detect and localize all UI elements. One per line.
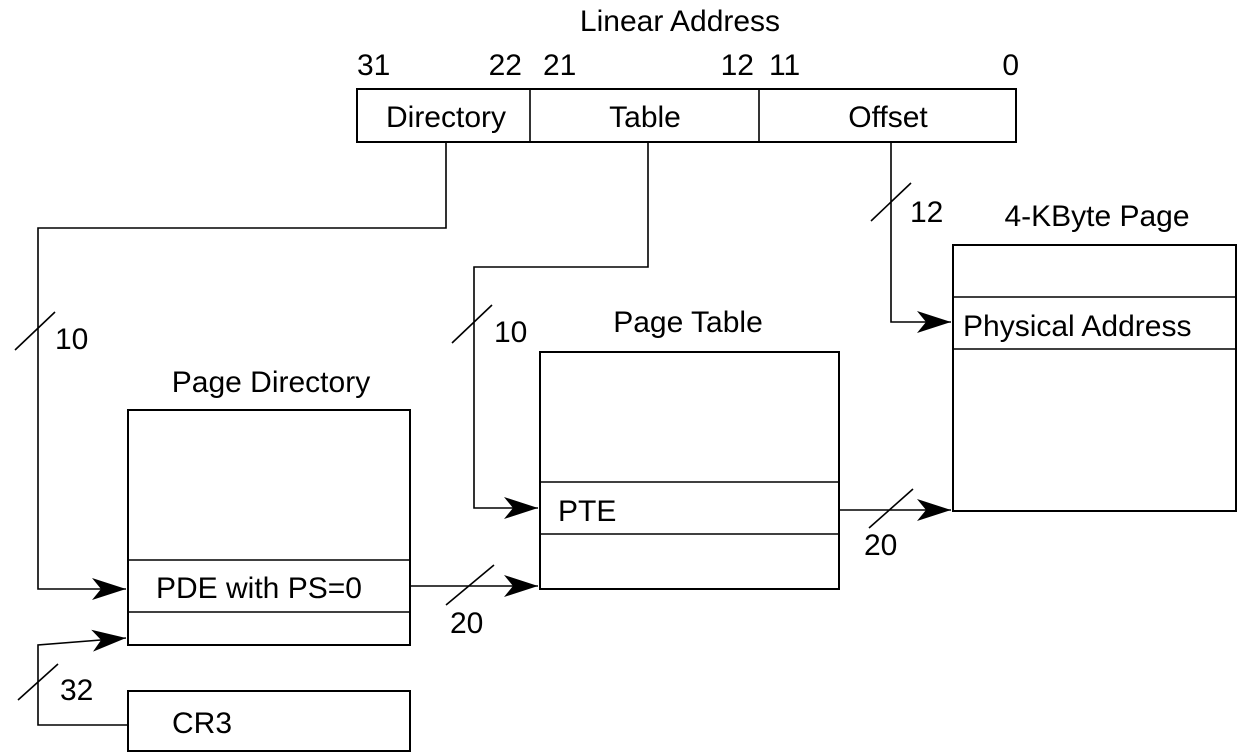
- pde-entry: PDE with PS=0: [156, 572, 362, 605]
- physical-address-entry: Physical Address: [963, 310, 1191, 343]
- cr3-register: CR3: [127, 690, 411, 752]
- bit-label-22: 22: [489, 49, 522, 82]
- offset-path: 12: [870, 142, 951, 333]
- pte-to-page-path: 20: [839, 488, 951, 562]
- bus-width-directory: 10: [55, 323, 88, 356]
- bit-label-31: 31: [357, 49, 390, 82]
- table-index-path: 10: [451, 142, 649, 519]
- diagram-title: Linear Address: [580, 5, 780, 38]
- bit-label-21: 21: [543, 49, 576, 82]
- page-frame-title: 4-KByte Page: [1004, 200, 1189, 233]
- field-table: Table: [609, 101, 681, 134]
- bus-width-table: 10: [494, 316, 527, 349]
- page-table: Page Table PTE: [539, 306, 840, 590]
- bit-label-12: 12: [721, 49, 754, 82]
- directory-index-path: 10: [14, 142, 447, 600]
- bus-width-pte: 20: [864, 529, 897, 562]
- pde-to-page-table-path: 20: [410, 564, 538, 640]
- cr3-to-page-directory-path: 32: [17, 629, 128, 726]
- linear-address-register: Directory Table Offset: [356, 88, 1017, 143]
- bus-width-cr3: 32: [60, 674, 93, 707]
- bus-width-offset: 12: [910, 196, 943, 229]
- field-directory: Directory: [386, 101, 506, 134]
- bit-labels: 31 22 21 12 11 0: [357, 49, 1019, 82]
- page-frame: 4-KByte Page Physical Address: [952, 200, 1237, 512]
- field-offset: Offset: [848, 101, 928, 134]
- pte-entry: PTE: [558, 495, 616, 528]
- bit-label-0: 0: [1002, 49, 1019, 82]
- page-table-title: Page Table: [613, 306, 763, 339]
- cr3-label: CR3: [172, 707, 232, 740]
- page-directory: Page Directory PDE with PS=0: [127, 366, 411, 646]
- bit-label-11: 11: [769, 49, 800, 82]
- bus-width-pde: 20: [450, 607, 483, 640]
- page-directory-title: Page Directory: [172, 366, 370, 399]
